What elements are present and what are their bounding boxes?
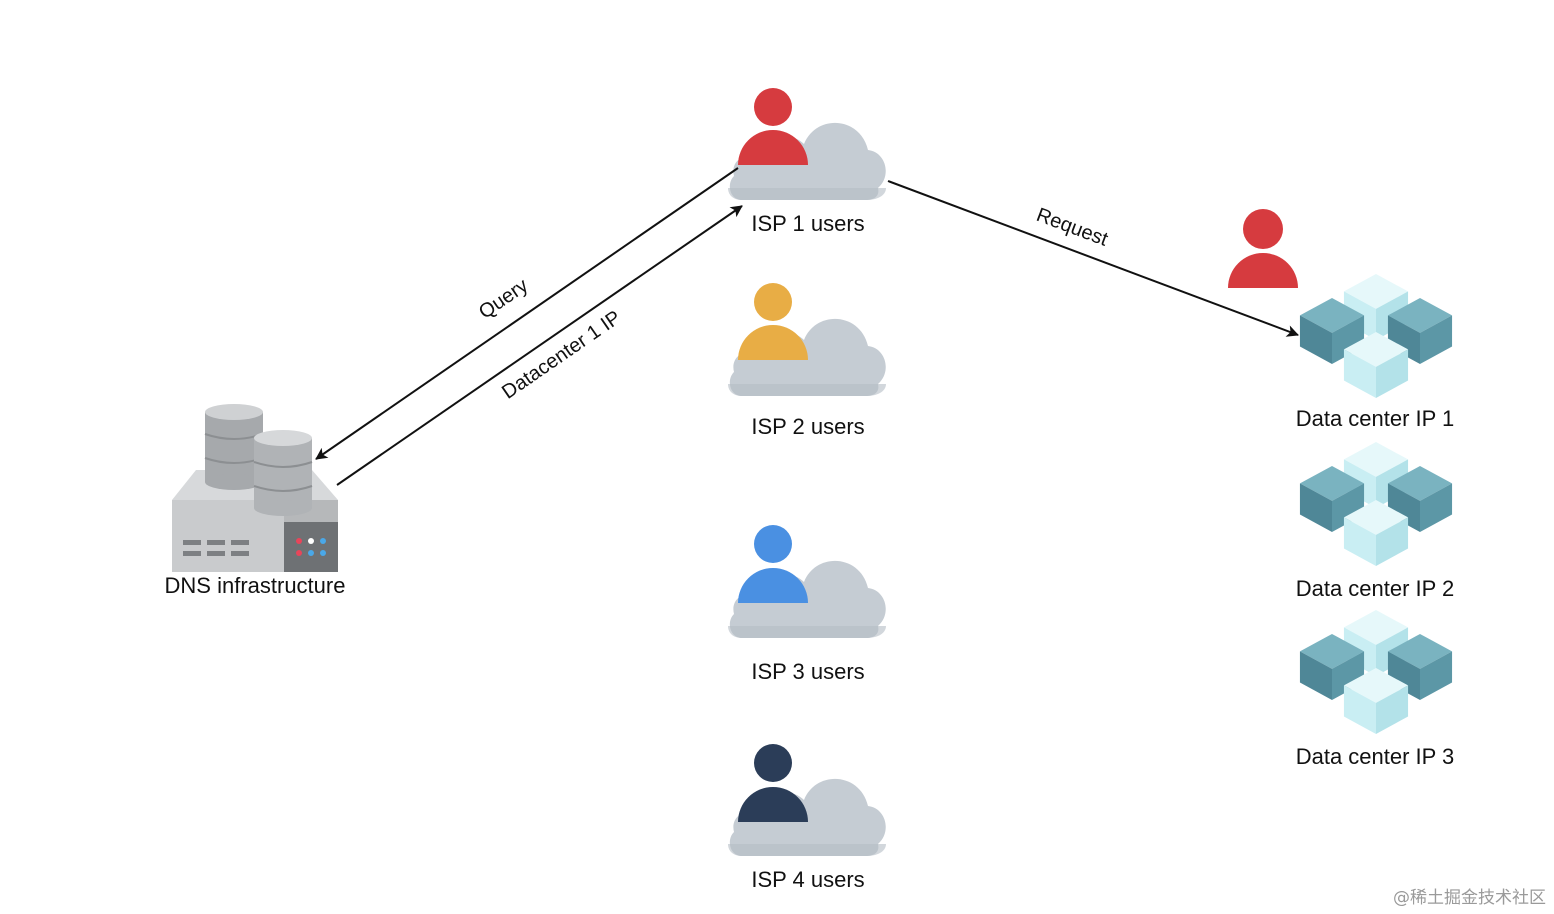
user-icon [1228,209,1298,288]
isp4-node: ISP 4 users [728,744,886,892]
response-arrow [336,205,743,486]
dc2-node: Data center IP 2 [1296,441,1455,601]
edge-query: Query [315,167,739,460]
cube-cluster-icon [1299,441,1453,566]
isp3-node: ISP 3 users [728,525,886,684]
user-cloud-icon [728,88,886,200]
isp2-node: ISP 2 users [728,283,886,439]
cube-cluster-icon [1299,609,1453,734]
dc1-node: Data center IP 1 [1296,273,1455,431]
dns-infrastructure-node: DNS infrastructure [165,404,346,598]
cube-cluster-icon [1299,273,1453,398]
edge-request: Request [887,180,1299,337]
isp3-label: ISP 3 users [751,659,864,684]
query-arrow [315,167,739,460]
request-arrow [887,180,1299,337]
isp4-label: ISP 4 users [751,867,864,892]
isp1-label: ISP 1 users [751,211,864,236]
dc3-label: Data center IP 3 [1296,744,1455,769]
user-cloud-icon [728,744,886,856]
dc1-label: Data center IP 1 [1296,406,1455,431]
isp1-node: ISP 1 users [728,88,886,236]
dc3-node: Data center IP 3 [1296,609,1455,769]
watermark-text: @稀土掘金技术社区 [1393,888,1546,908]
server-database-icon [172,404,338,572]
request-label: Request [1033,204,1111,251]
edge-response: Datacenter 1 IP [336,205,743,486]
user-cloud-icon [728,283,886,396]
dns-label: DNS infrastructure [165,573,346,598]
dc-user [1228,209,1298,288]
dc2-label: Data center IP 2 [1296,576,1455,601]
user-cloud-icon [728,525,886,638]
isp2-label: ISP 2 users [751,414,864,439]
